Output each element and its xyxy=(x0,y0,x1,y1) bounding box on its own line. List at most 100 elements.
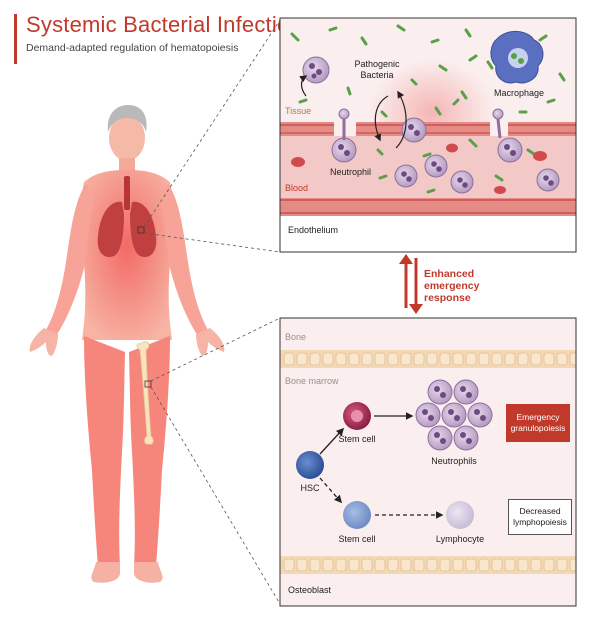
emergency-line-2: granulopoiesis xyxy=(510,423,566,433)
neutrophils xyxy=(302,56,560,194)
bone-cell xyxy=(400,558,412,572)
bone-cell xyxy=(348,558,360,572)
right-arm xyxy=(160,184,208,336)
red-blood-cells xyxy=(291,143,547,194)
head xyxy=(109,115,145,161)
bone-cell xyxy=(491,558,503,572)
label-macrophage: Macrophage xyxy=(494,88,545,98)
bone-cell xyxy=(452,558,464,572)
bone-cell xyxy=(348,352,360,366)
bone-cell xyxy=(569,558,576,572)
human-body xyxy=(29,105,225,583)
bone-cell xyxy=(543,558,555,572)
bone-cell xyxy=(439,558,451,572)
lymphocyte-cell xyxy=(446,501,474,529)
bone-cell xyxy=(374,558,386,572)
label-stem-cell-bottom: Stem cell xyxy=(338,534,376,544)
bone-cell xyxy=(478,558,490,572)
bone-cell xyxy=(322,558,334,572)
marrow-panel xyxy=(280,318,576,606)
label-endothelium: Endothelium xyxy=(288,225,339,235)
bone-cell xyxy=(335,558,347,572)
bone-cell xyxy=(556,558,568,572)
bone-cell xyxy=(530,558,542,572)
bone-cell xyxy=(426,558,438,572)
left-leg xyxy=(84,336,125,566)
left-foot xyxy=(91,562,120,583)
neutrophil-cluster-nuclei xyxy=(422,386,486,444)
bone-cell xyxy=(322,352,334,366)
bone-cell xyxy=(556,352,568,366)
bone-cell xyxy=(283,352,295,366)
bone-cell xyxy=(361,558,373,572)
label-lymphocyte: Lymphocyte xyxy=(435,534,485,544)
label-hsc: HSC xyxy=(300,483,320,493)
zoom-lines xyxy=(143,19,281,605)
label-neutrophils: Neutrophils xyxy=(431,456,477,466)
emergency-line-1: Emergency xyxy=(516,412,560,422)
bone-cell xyxy=(504,558,516,572)
emergency-granulopoiesis-box: Emergency granulopoiesis xyxy=(506,404,570,442)
infection-panel xyxy=(280,18,576,252)
label-tissue: Tissue xyxy=(285,106,312,116)
bone-cell xyxy=(452,352,464,366)
right-hand xyxy=(196,328,225,356)
bone-cells-top xyxy=(283,352,576,366)
femur-bone xyxy=(136,341,154,445)
migration-arrows xyxy=(299,75,407,149)
right-lung xyxy=(130,201,157,258)
right-leg xyxy=(129,336,170,566)
decreased-lymphopoiesis-box: Decreased lymphopoiesis xyxy=(508,499,572,535)
torso xyxy=(79,170,175,340)
response-line-2: emergency xyxy=(424,280,480,292)
lymphoid-stem-cell xyxy=(343,501,371,529)
bone-zoom-marker xyxy=(144,380,152,388)
bone-cell xyxy=(413,352,425,366)
bone-cells-bottom xyxy=(283,558,576,572)
response-line-3: response xyxy=(424,292,471,304)
bone-cell xyxy=(569,352,576,366)
bone-cell xyxy=(530,352,542,366)
response-line-1: Enhanced xyxy=(424,268,475,280)
differentiation-arrows xyxy=(319,412,444,519)
bone-cell xyxy=(478,352,490,366)
bone-cell xyxy=(374,352,386,366)
label-osteoblast: Osteoblast xyxy=(288,585,332,595)
bone-cell xyxy=(465,352,477,366)
figure-title: Systemic Bacterial Infection xyxy=(26,12,302,37)
neutrophil-nuclei xyxy=(309,63,554,188)
label-stem-cell-top: Stem cell xyxy=(338,434,376,444)
hsc-cell xyxy=(296,451,324,479)
bone-cell xyxy=(309,352,321,366)
bone-cell xyxy=(296,558,308,572)
decreased-line-1: Decreased xyxy=(519,506,561,516)
bone-cell xyxy=(465,558,477,572)
bone-cell xyxy=(400,352,412,366)
label-bacteria: Bacteria xyxy=(360,70,394,80)
label-neutrophil: Neutrophil xyxy=(330,167,372,177)
figure-subtitle: Demand-adapted regulation of hematopoies… xyxy=(26,42,239,54)
bone-cell xyxy=(335,352,347,366)
neutrophil-cluster xyxy=(415,379,493,451)
trachea xyxy=(124,176,130,210)
label-bone-marrow: Bone marrow xyxy=(285,376,339,386)
bone-cell xyxy=(543,352,555,366)
bone-cell xyxy=(517,352,529,366)
bone-cell xyxy=(426,352,438,366)
bone-cell xyxy=(387,558,399,572)
bone-cell xyxy=(504,352,516,366)
bone-cell xyxy=(517,558,529,572)
left-hand xyxy=(29,328,58,356)
decreased-line-2: lymphopoiesis xyxy=(513,517,567,527)
bone-cell xyxy=(361,352,373,366)
right-foot xyxy=(134,562,163,583)
bone-cell xyxy=(309,558,321,572)
emergency-response-arrows xyxy=(399,254,423,314)
emergency-response-label: Enhanced emergency response xyxy=(424,268,479,304)
lung-zoom-marker xyxy=(137,226,145,234)
left-lung xyxy=(97,201,124,258)
bone-cell xyxy=(413,558,425,572)
bone-cell xyxy=(296,352,308,366)
